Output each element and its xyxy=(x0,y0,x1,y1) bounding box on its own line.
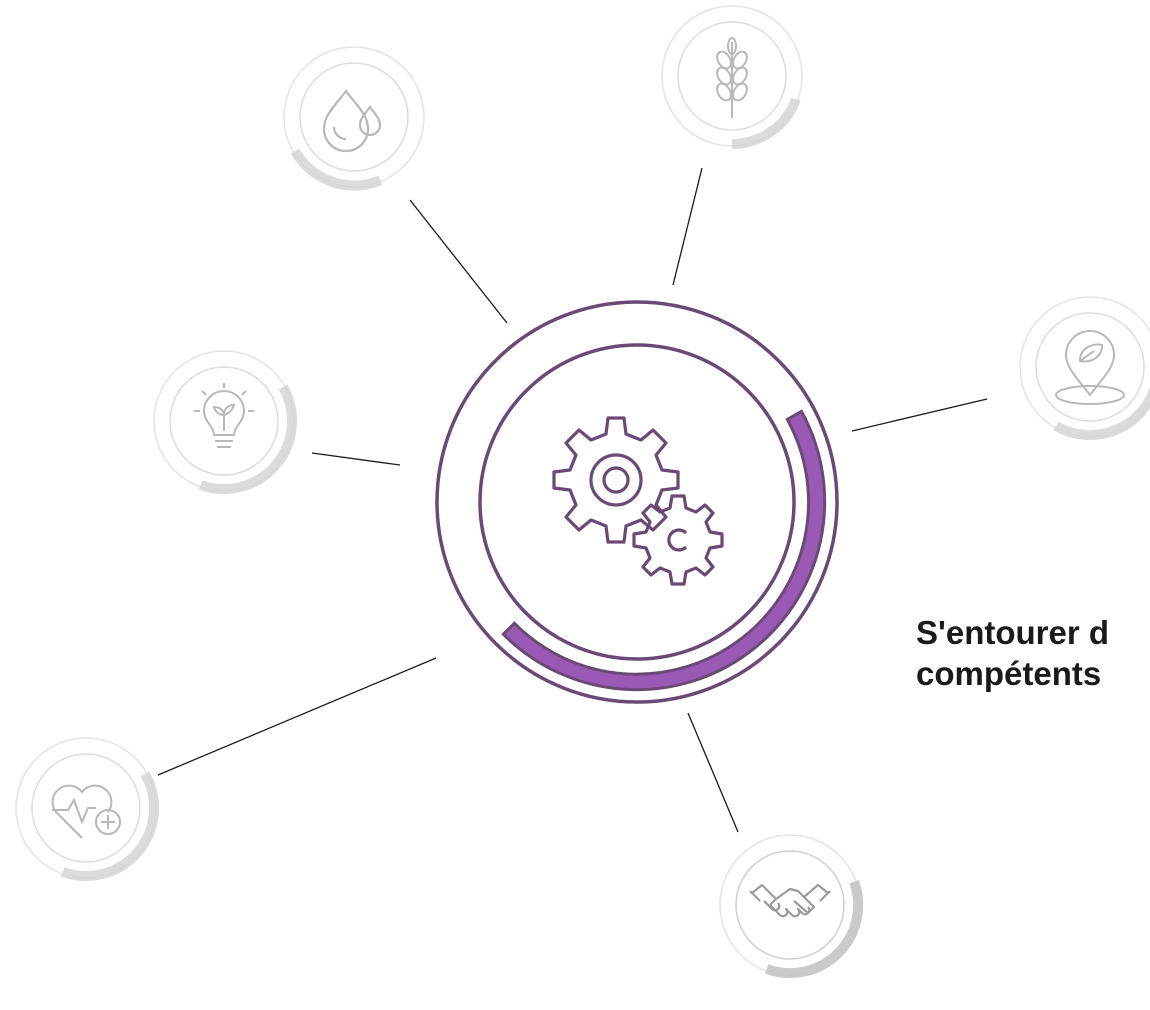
satellite-location[interactable] xyxy=(1019,296,1150,441)
satellite-handshake[interactable] xyxy=(719,834,864,979)
connector-health xyxy=(157,657,437,776)
connector-lightbulb xyxy=(311,452,401,466)
connector-location xyxy=(851,398,988,432)
caption-text: S'entourer d compétents xyxy=(916,612,1150,694)
connector-handshake xyxy=(687,712,739,833)
satellite-water[interactable] xyxy=(283,46,425,191)
gears-icon xyxy=(552,416,724,586)
plant-lightbulb-icon xyxy=(194,383,254,448)
connector-water xyxy=(409,199,508,324)
central-progress-arc xyxy=(501,409,827,692)
wheat-icon xyxy=(716,37,748,118)
caption-line-2: compétents xyxy=(916,655,1102,692)
leaf-location-pin-icon xyxy=(1055,330,1125,405)
handshake-icon xyxy=(749,883,831,918)
heart-pulse-plus-icon xyxy=(51,784,121,839)
connector-wheat xyxy=(672,167,703,286)
satellite-lightbulb[interactable] xyxy=(153,350,297,494)
water-drops-icon xyxy=(322,89,382,153)
central-hub xyxy=(435,300,839,704)
satellite-wheat[interactable] xyxy=(661,5,803,150)
caption-line-1: S'entourer d xyxy=(916,614,1110,651)
satellite-health[interactable] xyxy=(15,737,159,881)
connectors xyxy=(157,167,988,833)
